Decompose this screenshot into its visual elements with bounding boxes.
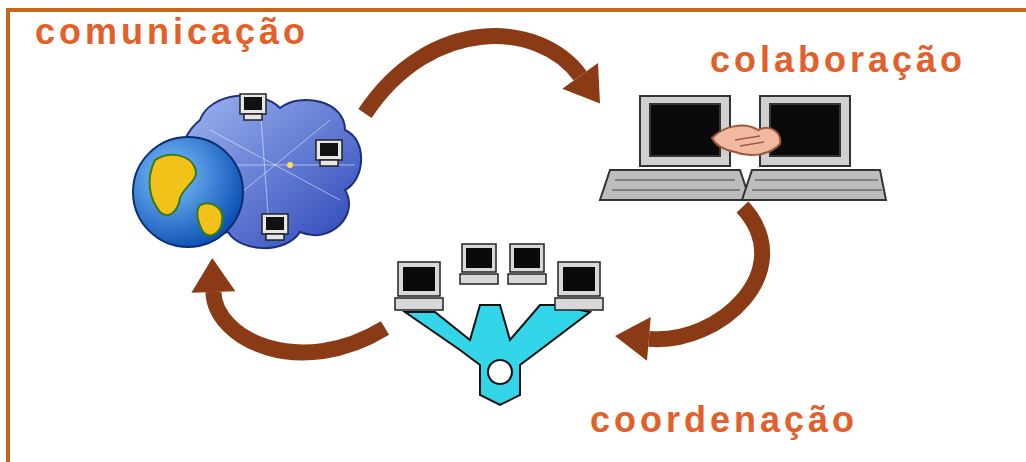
icon-node: colaboração (600, 92, 885, 207)
globe-network-icon (133, 94, 361, 248)
arrow-head (191, 258, 235, 293)
arrow-shaft (365, 36, 580, 113)
arrow-head (562, 63, 600, 103)
handshake-icon (600, 96, 886, 200)
node-label: colaboração (710, 38, 966, 82)
arrow-head (615, 317, 651, 361)
icon-node: coordenação (385, 240, 615, 400)
curved-arrow (365, 36, 600, 113)
arrow-shaft (649, 207, 762, 339)
network-icon (395, 244, 603, 405)
arrow-shaft (213, 292, 385, 352)
icon-node: comunicação (130, 88, 365, 258)
frame-line (8, 10, 1026, 462)
node-label: coordenação (590, 398, 858, 442)
node-label: comunicação (35, 10, 309, 54)
curved-arrow (191, 258, 385, 352)
curved-arrow (615, 207, 762, 361)
